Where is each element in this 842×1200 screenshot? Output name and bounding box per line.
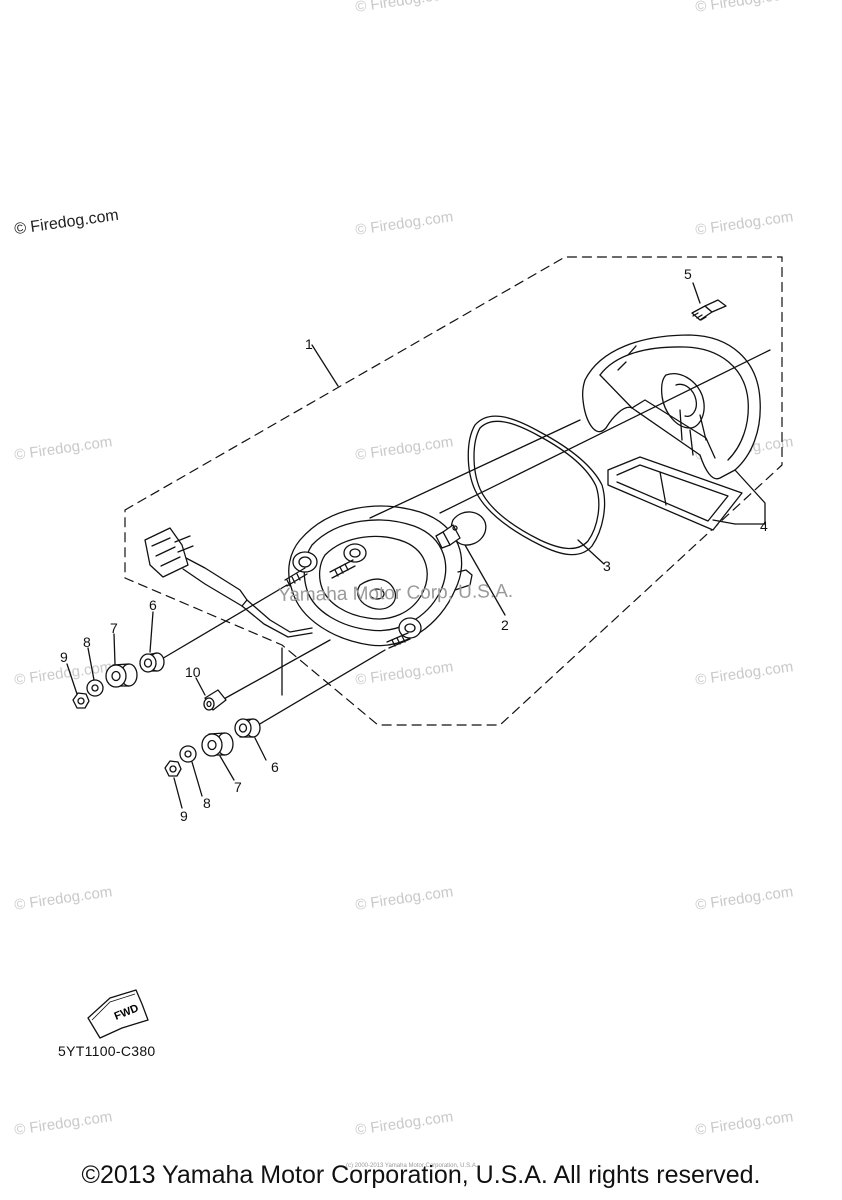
leader-7a [113,633,116,665]
leader-8b [191,761,203,797]
callout-9-lower: 9 [180,808,188,824]
callout-9-upper: 9 [60,649,68,665]
wire-connector [144,527,313,638]
callout-2: 2 [501,617,509,633]
fine-print: (c) 2000-2013 Yamaha Motor Corporation, … [346,1163,478,1169]
copyright-footer: ©2013 Yamaha Motor Corporation, U.S.A. A… [81,1161,761,1189]
leader-6b [254,737,267,761]
nut-upper [72,692,90,709]
screw [691,299,727,321]
callout-6-lower: 6 [271,759,279,775]
nut-lower [164,760,182,777]
callout-7-lower: 7 [234,779,242,795]
diagram-part-code: 5YT1100-C380 [58,1043,156,1059]
leader-4b [712,519,736,525]
grommet-lower [201,732,234,757]
housing-base [284,505,473,649]
leader-1 [311,344,339,387]
washer-upper [86,679,104,697]
axis-line [159,584,288,661]
axis-line [369,419,581,519]
collar-lower [234,718,261,738]
bulb [435,511,487,549]
axis-line [252,649,386,729]
collar-upper [139,652,165,673]
leader-8a [87,647,95,681]
leader-2 [464,544,506,616]
callout-8-upper: 8 [83,634,91,650]
spacer [203,689,227,711]
overlay-watermark: Yamaha Motor Corp, U.S.A. [277,580,514,607]
leader-5 [692,282,701,304]
leader-9a [66,663,78,695]
callout-5: 5 [684,266,692,282]
leader-10 [195,677,206,696]
leader-4a [734,469,766,525]
callout-8-lower: 8 [203,795,211,811]
fwd-arrow-icon: FWD [87,989,149,1039]
callout-3: 3 [603,558,611,574]
gasket [467,415,606,556]
callout-7-upper: 7 [110,620,118,636]
callout-6-upper: 6 [149,597,157,613]
leader-6a [149,611,154,653]
leader-3 [577,539,605,565]
callout-10: 10 [185,664,201,680]
axis-line [221,639,331,701]
callout-4: 4 [760,518,768,534]
washer-lower [179,745,197,763]
lens-cover [581,334,761,531]
leader-9b [173,777,183,809]
callout-1: 1 [305,336,313,352]
grommet-upper [105,663,138,688]
axis-line [439,349,771,514]
leader-7b [219,755,235,781]
